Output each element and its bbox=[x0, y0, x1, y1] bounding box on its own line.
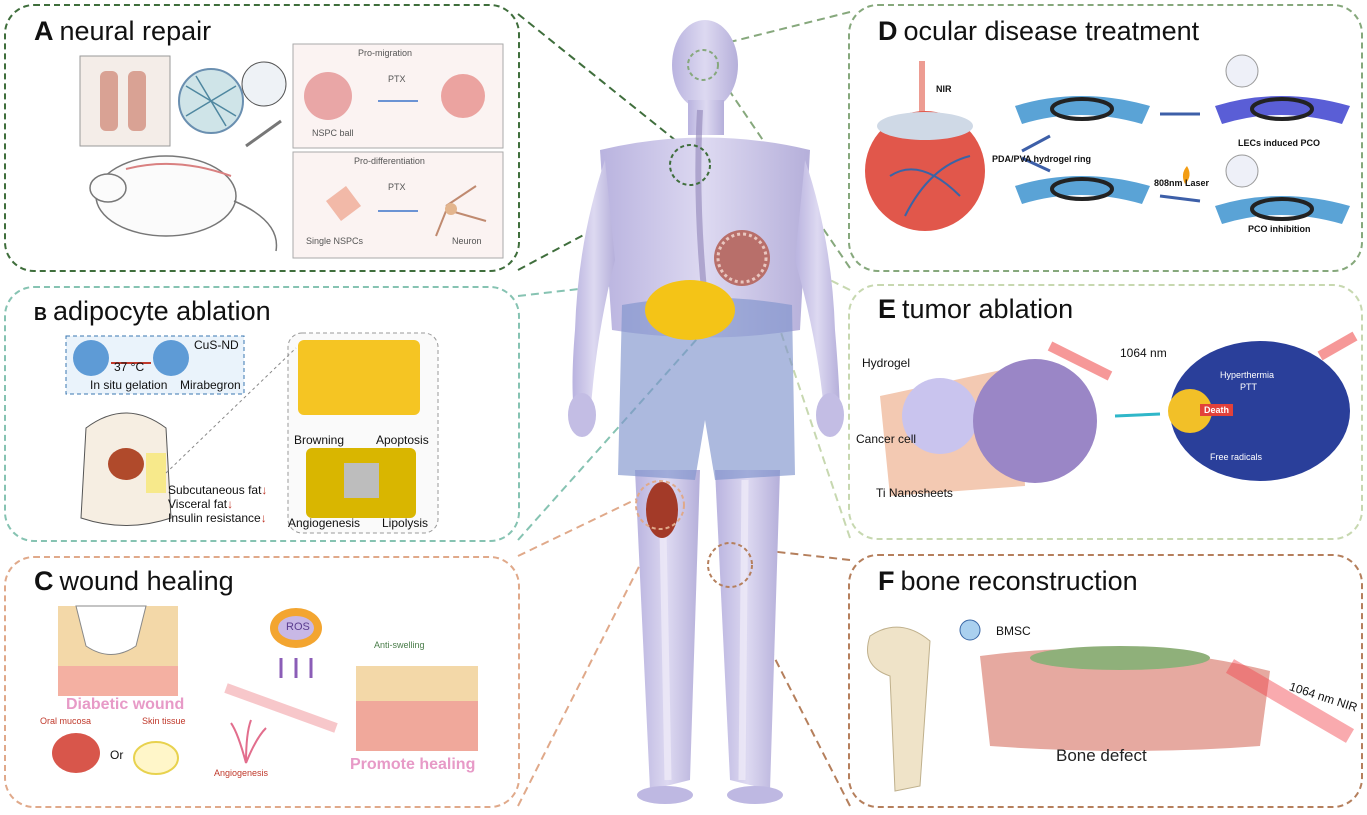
label-in-situ-gelation: In situ gelation bbox=[90, 378, 168, 392]
label-oral-mucosa: Oral mucosa bbox=[40, 716, 92, 726]
label-hydrogel: Hydrogel bbox=[862, 356, 911, 370]
panel-letter: F bbox=[878, 566, 895, 596]
label-bmsc: BMSC bbox=[996, 624, 1031, 638]
label-or: Or bbox=[110, 748, 124, 762]
label-angiogenesis: Angiogenesis bbox=[288, 516, 361, 530]
eye-illustration bbox=[865, 54, 1350, 231]
label-hyperthermia: Hyperthermia bbox=[1220, 370, 1275, 380]
label-cus-nd: CuS-ND bbox=[194, 338, 239, 352]
label-pco-inhibition: PCO inhibition bbox=[1248, 224, 1311, 234]
label-insulin-resistance: Insulin resistance↓ bbox=[168, 511, 267, 525]
label-hydrogel-ring: PDA/PVA hydrogel ring bbox=[992, 154, 1092, 164]
down-arrow-icon: ↓ bbox=[261, 483, 268, 497]
label-pro-migration: Pro-migration bbox=[358, 48, 413, 58]
wound-illustration bbox=[52, 605, 478, 775]
panel-title-text: wound healing bbox=[59, 566, 234, 596]
label-diabetic-wound: Diabetic wound bbox=[66, 696, 185, 713]
tumor-illustration bbox=[880, 331, 1358, 496]
label-nspc-ball: NSPC ball bbox=[312, 128, 354, 138]
label-apoptosis: Apoptosis bbox=[376, 433, 429, 447]
label-ptx-migration: PTX bbox=[388, 74, 406, 84]
label-neuron: Neuron bbox=[452, 236, 482, 246]
label-death: Death bbox=[1200, 404, 1234, 416]
label-skin-tissue: Skin tissue bbox=[142, 716, 186, 726]
label-free-radicals: Free radicals bbox=[1210, 452, 1263, 462]
label-bone-defect: Bone defect bbox=[1056, 746, 1147, 765]
label-ti-nanosheets: Ti Nanosheets bbox=[876, 486, 953, 500]
bone-illustration bbox=[867, 619, 1355, 792]
label-ptx-differentiation: PTX bbox=[388, 182, 406, 192]
label-visceral-fat: Visceral fat↓ bbox=[168, 497, 233, 511]
panel-letter: C bbox=[34, 566, 54, 596]
label-anti-swelling: Anti-swelling bbox=[374, 640, 425, 650]
label-promote-healing: Promote healing bbox=[350, 756, 476, 773]
panel-title-text: adipocyte ablation bbox=[53, 296, 271, 326]
label-browning: Browning bbox=[294, 433, 345, 447]
insulin-text: Insulin resistance bbox=[168, 511, 261, 525]
label-lecs-pco: LECs induced PCO bbox=[1238, 138, 1321, 148]
label-angiogenesis-c: Angiogenesis bbox=[214, 768, 269, 778]
label-lipolysis: Lipolysis bbox=[382, 516, 429, 530]
label-cancer-cell: Cancer cell bbox=[856, 432, 917, 446]
subcutaneous-text: Subcutaneous fat bbox=[168, 483, 262, 497]
panel-title-text: tumor ablation bbox=[902, 294, 1074, 324]
panel-title-text: neural repair bbox=[59, 16, 212, 46]
down-arrow-icon: ↓ bbox=[260, 511, 267, 525]
label-1064nm: 1064 nm bbox=[1120, 346, 1167, 360]
label-ptt: PTT bbox=[1240, 382, 1257, 392]
panel-letter: E bbox=[878, 294, 897, 324]
panel-title-text: bone reconstruction bbox=[900, 566, 1138, 596]
down-arrow-icon: ↓ bbox=[227, 497, 234, 511]
label-subcutaneous-fat: Subcutaneous fat↓ bbox=[168, 483, 267, 497]
label-single-nspcs: Single NSPCs bbox=[306, 236, 364, 246]
panel-letter: D bbox=[878, 16, 898, 46]
label-temperature: 37 °C bbox=[114, 360, 145, 374]
label-808nm-laser: 808nm Laser bbox=[1154, 178, 1210, 188]
visceral-text: Visceral fat bbox=[168, 497, 228, 511]
panel-letter: A bbox=[34, 16, 54, 46]
adipocyte-illustration bbox=[65, 332, 439, 534]
label-mirabegron: Mirabegron bbox=[180, 378, 241, 392]
label-ros: ROS bbox=[286, 621, 310, 633]
label-nir: NIR bbox=[936, 84, 952, 94]
panel-letter: B bbox=[34, 304, 47, 324]
label-pro-differentiation: Pro-differentiation bbox=[354, 156, 425, 166]
panel-title-text: ocular disease treatment bbox=[903, 16, 1200, 46]
spinal-cord-illustration bbox=[79, 43, 504, 259]
